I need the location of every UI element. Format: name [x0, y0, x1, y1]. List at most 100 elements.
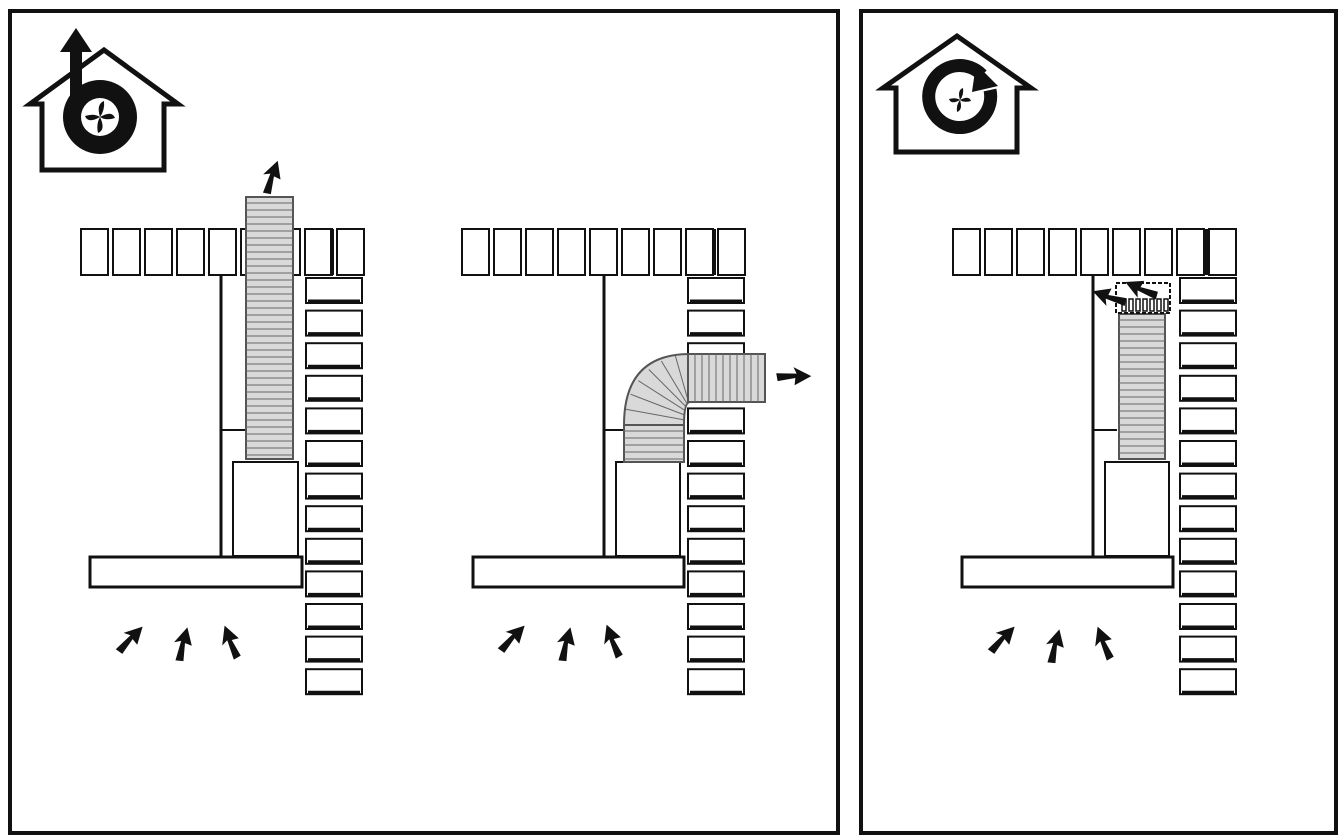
filter-slot	[1156, 298, 1162, 312]
brick	[305, 374, 363, 402]
brick	[305, 277, 363, 304]
brick	[461, 228, 490, 276]
duct-pipe	[1118, 313, 1166, 460]
brick	[653, 228, 682, 276]
duct-pipe	[245, 196, 294, 460]
brick	[493, 228, 522, 276]
brick	[984, 228, 1013, 276]
filter-slot	[1149, 298, 1155, 312]
airflow-out-arrow	[775, 364, 813, 388]
brick	[305, 505, 363, 533]
duct-pipe	[687, 353, 766, 403]
brick	[1179, 505, 1237, 533]
brick	[1080, 228, 1109, 276]
airflow-in-arrow	[1087, 623, 1120, 663]
brick	[1179, 277, 1237, 304]
brick	[305, 668, 363, 696]
duct-rib	[625, 408, 685, 421]
hood-canopy	[88, 555, 304, 589]
hood-canopy	[471, 555, 686, 589]
brick	[1179, 309, 1237, 337]
brick	[687, 603, 745, 630]
brick	[687, 440, 745, 467]
recirculation-icon	[875, 32, 1039, 155]
airflow-out-arrow	[260, 158, 284, 196]
filter-slot	[1128, 298, 1134, 312]
scene-recirculation-hood	[952, 228, 1237, 696]
brick	[687, 537, 745, 565]
hood-canopy	[960, 555, 1175, 589]
brick	[304, 228, 333, 276]
brick	[208, 228, 237, 276]
panel-recirculation-frame	[859, 9, 1338, 835]
panel-ducted-frame	[8, 9, 840, 835]
scene-elbow-duct	[461, 228, 813, 696]
brick	[305, 537, 363, 565]
brick	[687, 505, 745, 533]
brick	[687, 309, 745, 337]
brick	[687, 668, 745, 696]
brick	[1176, 228, 1205, 276]
brick	[1016, 228, 1045, 276]
brick	[305, 309, 363, 337]
brick	[557, 228, 586, 276]
brick	[336, 228, 365, 276]
brick	[1179, 570, 1237, 598]
brick	[685, 228, 714, 276]
brick	[305, 570, 363, 598]
duct-rib	[630, 393, 685, 416]
duct-rib	[638, 380, 686, 412]
ducted-exhaust-icon	[22, 28, 186, 173]
brick	[305, 635, 363, 663]
brick	[305, 603, 363, 630]
airflow-in-arrow	[172, 626, 194, 662]
brick	[687, 277, 745, 304]
brick	[525, 228, 554, 276]
brick	[144, 228, 173, 276]
brick	[687, 472, 745, 500]
brick	[1208, 228, 1237, 276]
brick	[1179, 635, 1237, 663]
brick	[1179, 603, 1237, 630]
airflow-in-arrow	[113, 619, 148, 658]
airflow-in-arrow	[596, 621, 629, 661]
brick	[1112, 228, 1141, 276]
brick	[1179, 374, 1237, 402]
brick	[305, 407, 363, 435]
duct-rib	[660, 360, 688, 405]
brick	[621, 228, 650, 276]
filter-slot	[1135, 298, 1141, 312]
brick	[1179, 407, 1237, 435]
hood-motor-housing	[615, 461, 681, 557]
duct-rib	[648, 369, 687, 408]
hood-motor-housing	[1104, 461, 1170, 557]
airflow-in-arrow	[555, 626, 577, 662]
brick	[687, 570, 745, 598]
brick	[1179, 342, 1237, 370]
brick	[687, 407, 745, 435]
airflow-in-arrow	[214, 622, 247, 662]
brick	[1179, 440, 1237, 467]
brick	[305, 342, 363, 370]
brick	[717, 228, 746, 276]
brick	[1179, 537, 1237, 565]
brick	[687, 635, 745, 663]
brick	[1048, 228, 1077, 276]
filter-slot	[1163, 298, 1169, 312]
duct-rib	[674, 355, 690, 403]
airflow-in-arrow	[1044, 628, 1066, 664]
brick	[1179, 668, 1237, 696]
brick	[305, 440, 363, 467]
hood-motor-housing	[232, 461, 299, 557]
filter-slot	[1142, 298, 1148, 312]
airflow-in-arrow	[495, 618, 530, 657]
brick	[1179, 472, 1237, 500]
duct-elbow	[622, 352, 691, 426]
airflow-in-arrow	[985, 619, 1020, 658]
brick	[589, 228, 618, 276]
brick	[305, 472, 363, 500]
brick	[176, 228, 205, 276]
brick	[1144, 228, 1173, 276]
